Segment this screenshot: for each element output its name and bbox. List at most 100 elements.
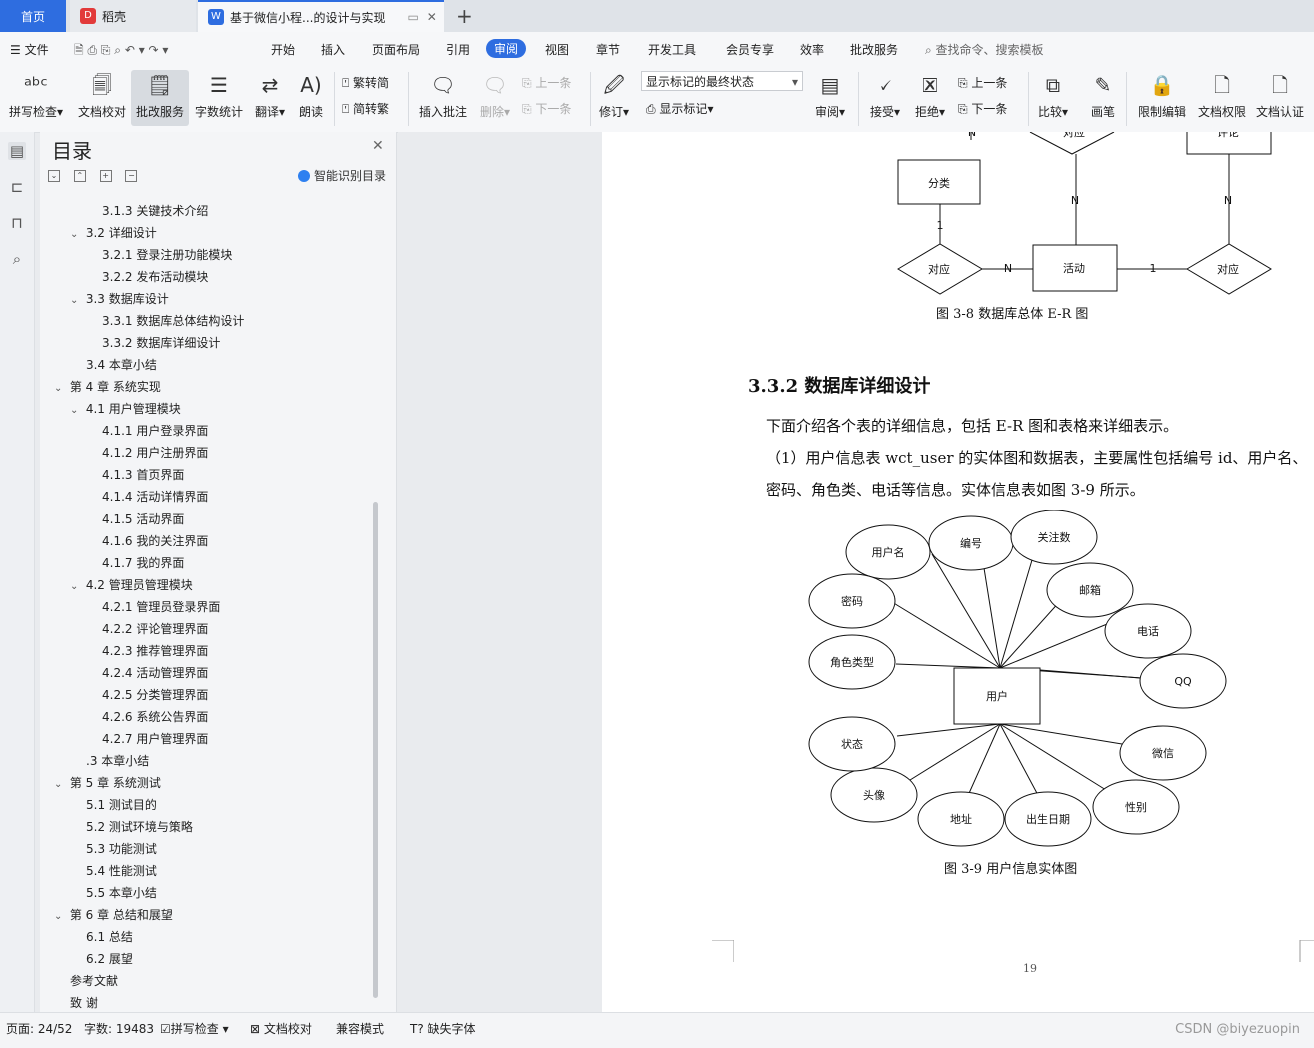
reject-button[interactable]: 🗷拒绝▾ [912,70,948,120]
tab-document[interactable]: W 基于微信小程...的设计与实现 ▭ ✕ [198,0,444,32]
toc-item[interactable]: ⌄ 4.1 用户管理模块 [70,400,181,417]
quick-tools[interactable]: 🗎 ⎙ ⎘ ⌕ ↶ ▾ ↷ ▾ [74,43,169,57]
insert-comment-button[interactable]: 🗨插入批注 [416,70,470,120]
page-indicator[interactable]: 页面: 24/52 [6,1022,73,1036]
remove-heading-icon[interactable]: − [125,170,138,182]
toc-item[interactable]: 3.2.1 登录注册功能模块 [102,248,233,262]
toc-item[interactable]: 5.4 性能测试 [86,864,157,878]
toc-item[interactable]: 5.3 功能测试 [86,842,157,856]
tab-daoke[interactable]: D 稻壳 [70,0,196,32]
menu-efficiency[interactable]: 效率 [800,43,825,57]
next-comment-button[interactable]: ⎘ 下一条 [522,102,572,116]
proofread-button[interactable]: 🗐文档校对 [74,70,130,120]
expand-all-icon[interactable]: ⌄ [48,170,60,182]
toc-scrollbar[interactable] [373,502,378,998]
toc-item[interactable]: 3.4 本章小结 [86,358,157,372]
trad-to-simp-button[interactable]: ⍞ 繁转简 [342,76,390,90]
toc-item[interactable]: 4.1.2 用户注册界面 [102,446,209,460]
word-count-button[interactable]: ☰字数统计 [192,70,246,120]
toc-item[interactable]: 5.5 本章小结 [86,886,157,900]
status-proofread[interactable]: ⊠ 文档校对 [250,1020,312,1037]
navigation-icon[interactable]: ⊏ [10,178,24,196]
menu-review-service[interactable]: 批改服务 [850,43,899,57]
toc-item[interactable]: 5.2 测试环境与策略 [86,820,193,834]
chevron-down-icon[interactable]: ⌄ [70,581,79,592]
review-service-button[interactable]: 🗒批改服务 [131,70,189,126]
toc-item[interactable]: 3.3.1 数据库总体结构设计 [102,314,245,328]
chevron-down-icon[interactable]: ⌄ [54,779,63,790]
prev-comment-button[interactable]: ⎘ 上一条 [522,76,572,90]
smart-toc-button[interactable]: 智能识别目录 [298,167,386,184]
toc-item[interactable]: ⌄ 第 4 章 系统实现 [54,378,161,395]
compat-mode[interactable]: 兼容模式 [336,1022,385,1036]
toc-item[interactable]: ⌄ 3.2 详细设计 [70,224,157,241]
show-marks-button[interactable]: ⎙ 显示标记▾ [646,102,714,116]
compare-button[interactable]: ⧉比较▾ [1034,70,1072,120]
close-icon[interactable]: ✕ [372,138,384,154]
file-menu[interactable]: ☰ 文件 [10,43,49,57]
toc-item[interactable]: 6.1 总结 [86,930,133,944]
prev-change-button[interactable]: ⎘ 上一条 [958,76,1008,90]
menu-devtools[interactable]: 开发工具 [648,43,697,57]
menu-review[interactable]: 审阅 [486,39,527,58]
chevron-down-icon[interactable]: ⌄ [70,295,79,306]
toc-item[interactable]: 4.1.6 我的关注界面 [102,534,209,548]
menu-start[interactable]: 开始 [271,43,296,57]
new-tab-icon[interactable]: + [456,4,473,28]
toc-item[interactable]: 4.1.5 活动界面 [102,512,185,526]
toc-item[interactable]: ⌄ 3.3 数据库设计 [70,290,169,307]
menu-chapter[interactable]: 章节 [596,43,621,57]
collapse-all-icon[interactable]: ⌃ [73,170,86,182]
next-change-button[interactable]: ⎘ 下一条 [958,102,1008,116]
simp-to-trad-button[interactable]: ⍞ 简转繁 [342,102,390,116]
close-tab-icon[interactable]: ✕ [426,10,437,24]
menu-insert[interactable]: 插入 [321,43,346,57]
toc-item[interactable]: 4.1.1 用户登录界面 [102,424,209,438]
chevron-down-icon[interactable]: ⌄ [70,229,79,240]
toc-item[interactable]: ⌄ 4.2 管理员管理模块 [70,576,193,593]
status-spell-check[interactable]: ☑拼写检查 ▾ [160,1022,229,1036]
word-count-indicator[interactable]: 字数: 19483 [84,1022,155,1036]
restrict-editing-button[interactable]: 🔒限制编辑 [1134,70,1190,120]
doc-cert-button[interactable]: 🗋文档认证 [1254,70,1306,120]
menu-layout[interactable]: 页面布局 [372,43,421,57]
accept-button[interactable]: 🗸接受▾ [866,70,904,120]
track-changes-button[interactable]: 🖉修订▾ [596,70,632,120]
toc-item[interactable]: 3.3.2 数据库详细设计 [102,336,221,350]
command-search[interactable]: ⌕ 查找命令、搜索模板 [925,43,1044,57]
delete-comment-button[interactable]: 🗨删除▾ [476,70,514,120]
review-pane-button[interactable]: ▤审阅▾ [812,70,848,120]
toc-item[interactable]: 4.2.2 评论管理界面 [102,622,209,636]
toc-item[interactable]: 4.1.4 活动详情界面 [102,490,209,504]
toc-item[interactable]: .3 本章小结 [86,754,150,768]
toc-item[interactable]: 致 谢 [70,996,98,1010]
bookmark-icon[interactable]: ⊓ [11,214,23,232]
doc-permission-button[interactable]: 🗋文档权限 [1196,70,1248,120]
translate-button[interactable]: ⇄翻译▾ [252,70,288,120]
menu-view[interactable]: 视图 [545,43,570,57]
toc-item[interactable]: 4.2.1 管理员登录界面 [102,600,221,614]
chevron-down-icon[interactable]: ⌄ [54,911,63,922]
chevron-down-icon[interactable]: ⌄ [54,383,63,394]
add-heading-icon[interactable]: + [99,170,112,182]
menu-reference[interactable]: 引用 [446,43,471,57]
toc-item[interactable]: 3.2.2 发布活动模块 [102,270,209,284]
display-mode-select[interactable]: 显示标记的最终状态▾ [641,71,803,91]
toc-item[interactable]: ⌄ 第 6 章 总结和展望 [54,906,173,923]
toc-item[interactable]: 4.1.7 我的界面 [102,556,185,570]
pen-button[interactable]: ✎画笔 [1088,70,1118,120]
toc-item[interactable]: 4.2.6 系统公告界面 [102,710,209,724]
toc-item[interactable]: 5.1 测试目的 [86,798,157,812]
toc-item[interactable]: 4.2.7 用户管理界面 [102,732,209,746]
chevron-down-icon[interactable]: ⌄ [70,405,79,416]
toc-panel-icon[interactable]: ▤ [8,142,26,160]
tab-home[interactable]: 首页 [0,0,66,32]
toc-item[interactable]: 参考文献 [70,974,119,988]
toc-item[interactable]: 4.2.5 分类管理界面 [102,688,209,702]
toc-item[interactable]: ⌄ 第 5 章 系统测试 [54,774,161,791]
missing-font[interactable]: T? 缺失字体 [410,1020,476,1037]
toc-item[interactable]: 4.2.3 推荐管理界面 [102,644,209,658]
toc-item[interactable]: 6.2 展望 [86,952,133,966]
pin-icon[interactable]: ▭ [407,10,419,24]
